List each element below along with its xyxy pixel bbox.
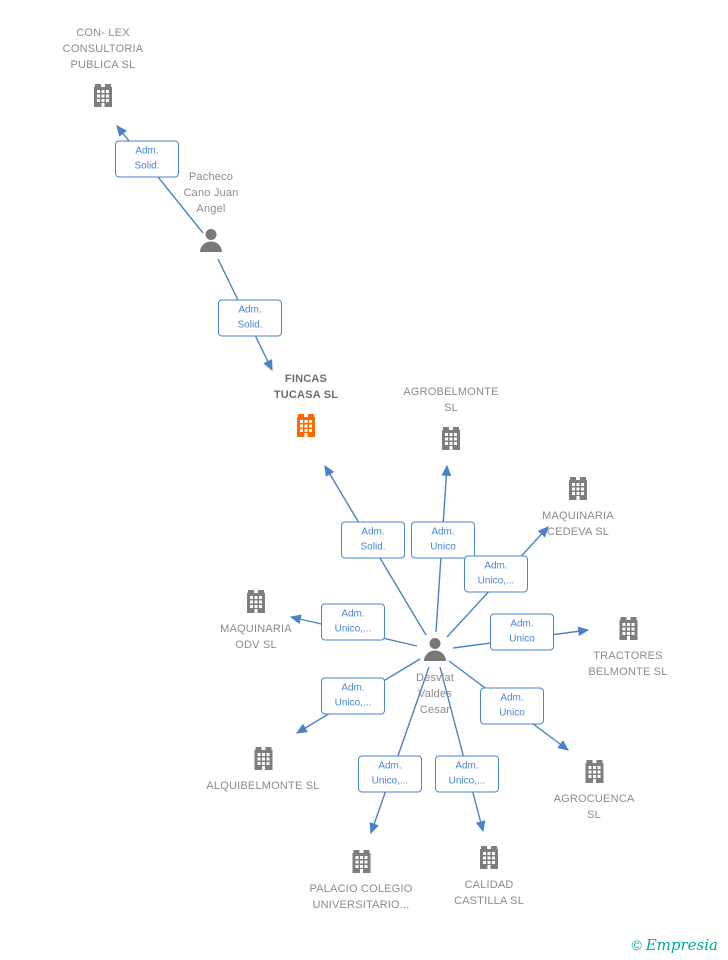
edge-label-adm-unico-more[interactable]: Adm. Unico,... [464, 555, 528, 593]
node-label: MAQUINARIA ODV SL [220, 623, 292, 651]
node-pacheco-cano-juan-angel[interactable]: Pacheco Cano Juan Angel [176, 170, 246, 255]
node-label: Desviat Valdes Cesar [415, 672, 455, 716]
node-label: AGROCUENCA SL [553, 793, 635, 821]
building-icon [437, 424, 465, 452]
node-maquinaria-cedeva[interactable]: MAQUINARIA CEDEVA SL [532, 474, 624, 541]
brand-name: Empresia [645, 936, 718, 954]
node-label: MAQUINARIA CEDEVA SL [542, 510, 614, 538]
node-label: FINCAS TUCASA SL [273, 373, 339, 401]
edge-label-adm-unico[interactable]: Adm. Unico [490, 613, 554, 651]
person-icon [196, 225, 226, 255]
node-maquinaria-odv[interactable]: MAQUINARIA ODV SL [210, 587, 302, 654]
node-desviat-valdes-cesar[interactable]: Desviat Valdes Cesar [405, 634, 465, 719]
node-label: CALIDAD CASTILLA SL [453, 879, 525, 907]
node-agrocuenca[interactable]: AGROCUENCA SL [547, 757, 642, 824]
node-alquibelmonte[interactable]: ALQUIBELMONTE SL [206, 744, 321, 795]
building-icon [347, 847, 375, 875]
node-conlex-consultoria[interactable]: CON- LEX CONSULTORIA PUBLICA SL [53, 26, 153, 109]
node-label: AGROBELMONTE SL [403, 386, 499, 414]
node-palacio-colegio-universitario[interactable]: PALACIO COLEGIO UNIVERSITARIO... [304, 847, 419, 914]
node-fincas-tucasa[interactable]: FINCAS TUCASA SL [266, 372, 346, 439]
node-label: Pacheco Cano Juan Angel [183, 171, 239, 215]
node-label: TRACTORES BELMONTE SL [588, 650, 668, 678]
building-icon [249, 744, 277, 772]
edge-label-adm-unico-more[interactable]: Adm. Unico,... [435, 755, 499, 793]
empresia-logo[interactable]: © Empresia [632, 936, 718, 954]
building-icon [564, 474, 592, 502]
edge-label-adm-unico-more[interactable]: Adm. Unico,... [358, 755, 422, 793]
building-icon [292, 411, 320, 439]
building-icon [475, 843, 503, 871]
building-icon [242, 587, 270, 615]
building-icon [89, 81, 117, 109]
edge-label-adm-solid[interactable]: Adm. Solid. [115, 140, 179, 178]
edge-desviat-palacio [369, 666, 430, 835]
node-tractores-belmonte[interactable]: TRACTORES BELMONTE SL [581, 614, 676, 681]
building-icon [614, 614, 642, 642]
person-icon [420, 634, 450, 664]
node-agrobelmonte[interactable]: AGROBELMONTE SL [396, 385, 506, 452]
node-label: CON- LEX CONSULTORIA PUBLICA SL [62, 27, 144, 71]
node-label: ALQUIBELMONTE SL [206, 780, 320, 792]
edge-label-adm-unico-more[interactable]: Adm. Unico,... [321, 603, 385, 641]
node-calidad-castilla[interactable]: CALIDAD CASTILLA SL [444, 843, 534, 910]
edge-label-adm-unico[interactable]: Adm. Unico [480, 687, 544, 725]
copyright-symbol: © [631, 937, 642, 953]
edge-desviat-calidad [439, 666, 486, 833]
node-label: PALACIO COLEGIO UNIVERSITARIO... [309, 883, 413, 911]
edge-label-adm-unico[interactable]: Adm. Unico [411, 521, 475, 559]
edge-label-adm-solid[interactable]: Adm. Solid. [341, 521, 405, 559]
edge-label-adm-unico-more[interactable]: Adm. Unico,... [321, 677, 385, 715]
edge-label-adm-solid[interactable]: Adm. Solid. [218, 299, 282, 337]
building-icon [580, 757, 608, 785]
